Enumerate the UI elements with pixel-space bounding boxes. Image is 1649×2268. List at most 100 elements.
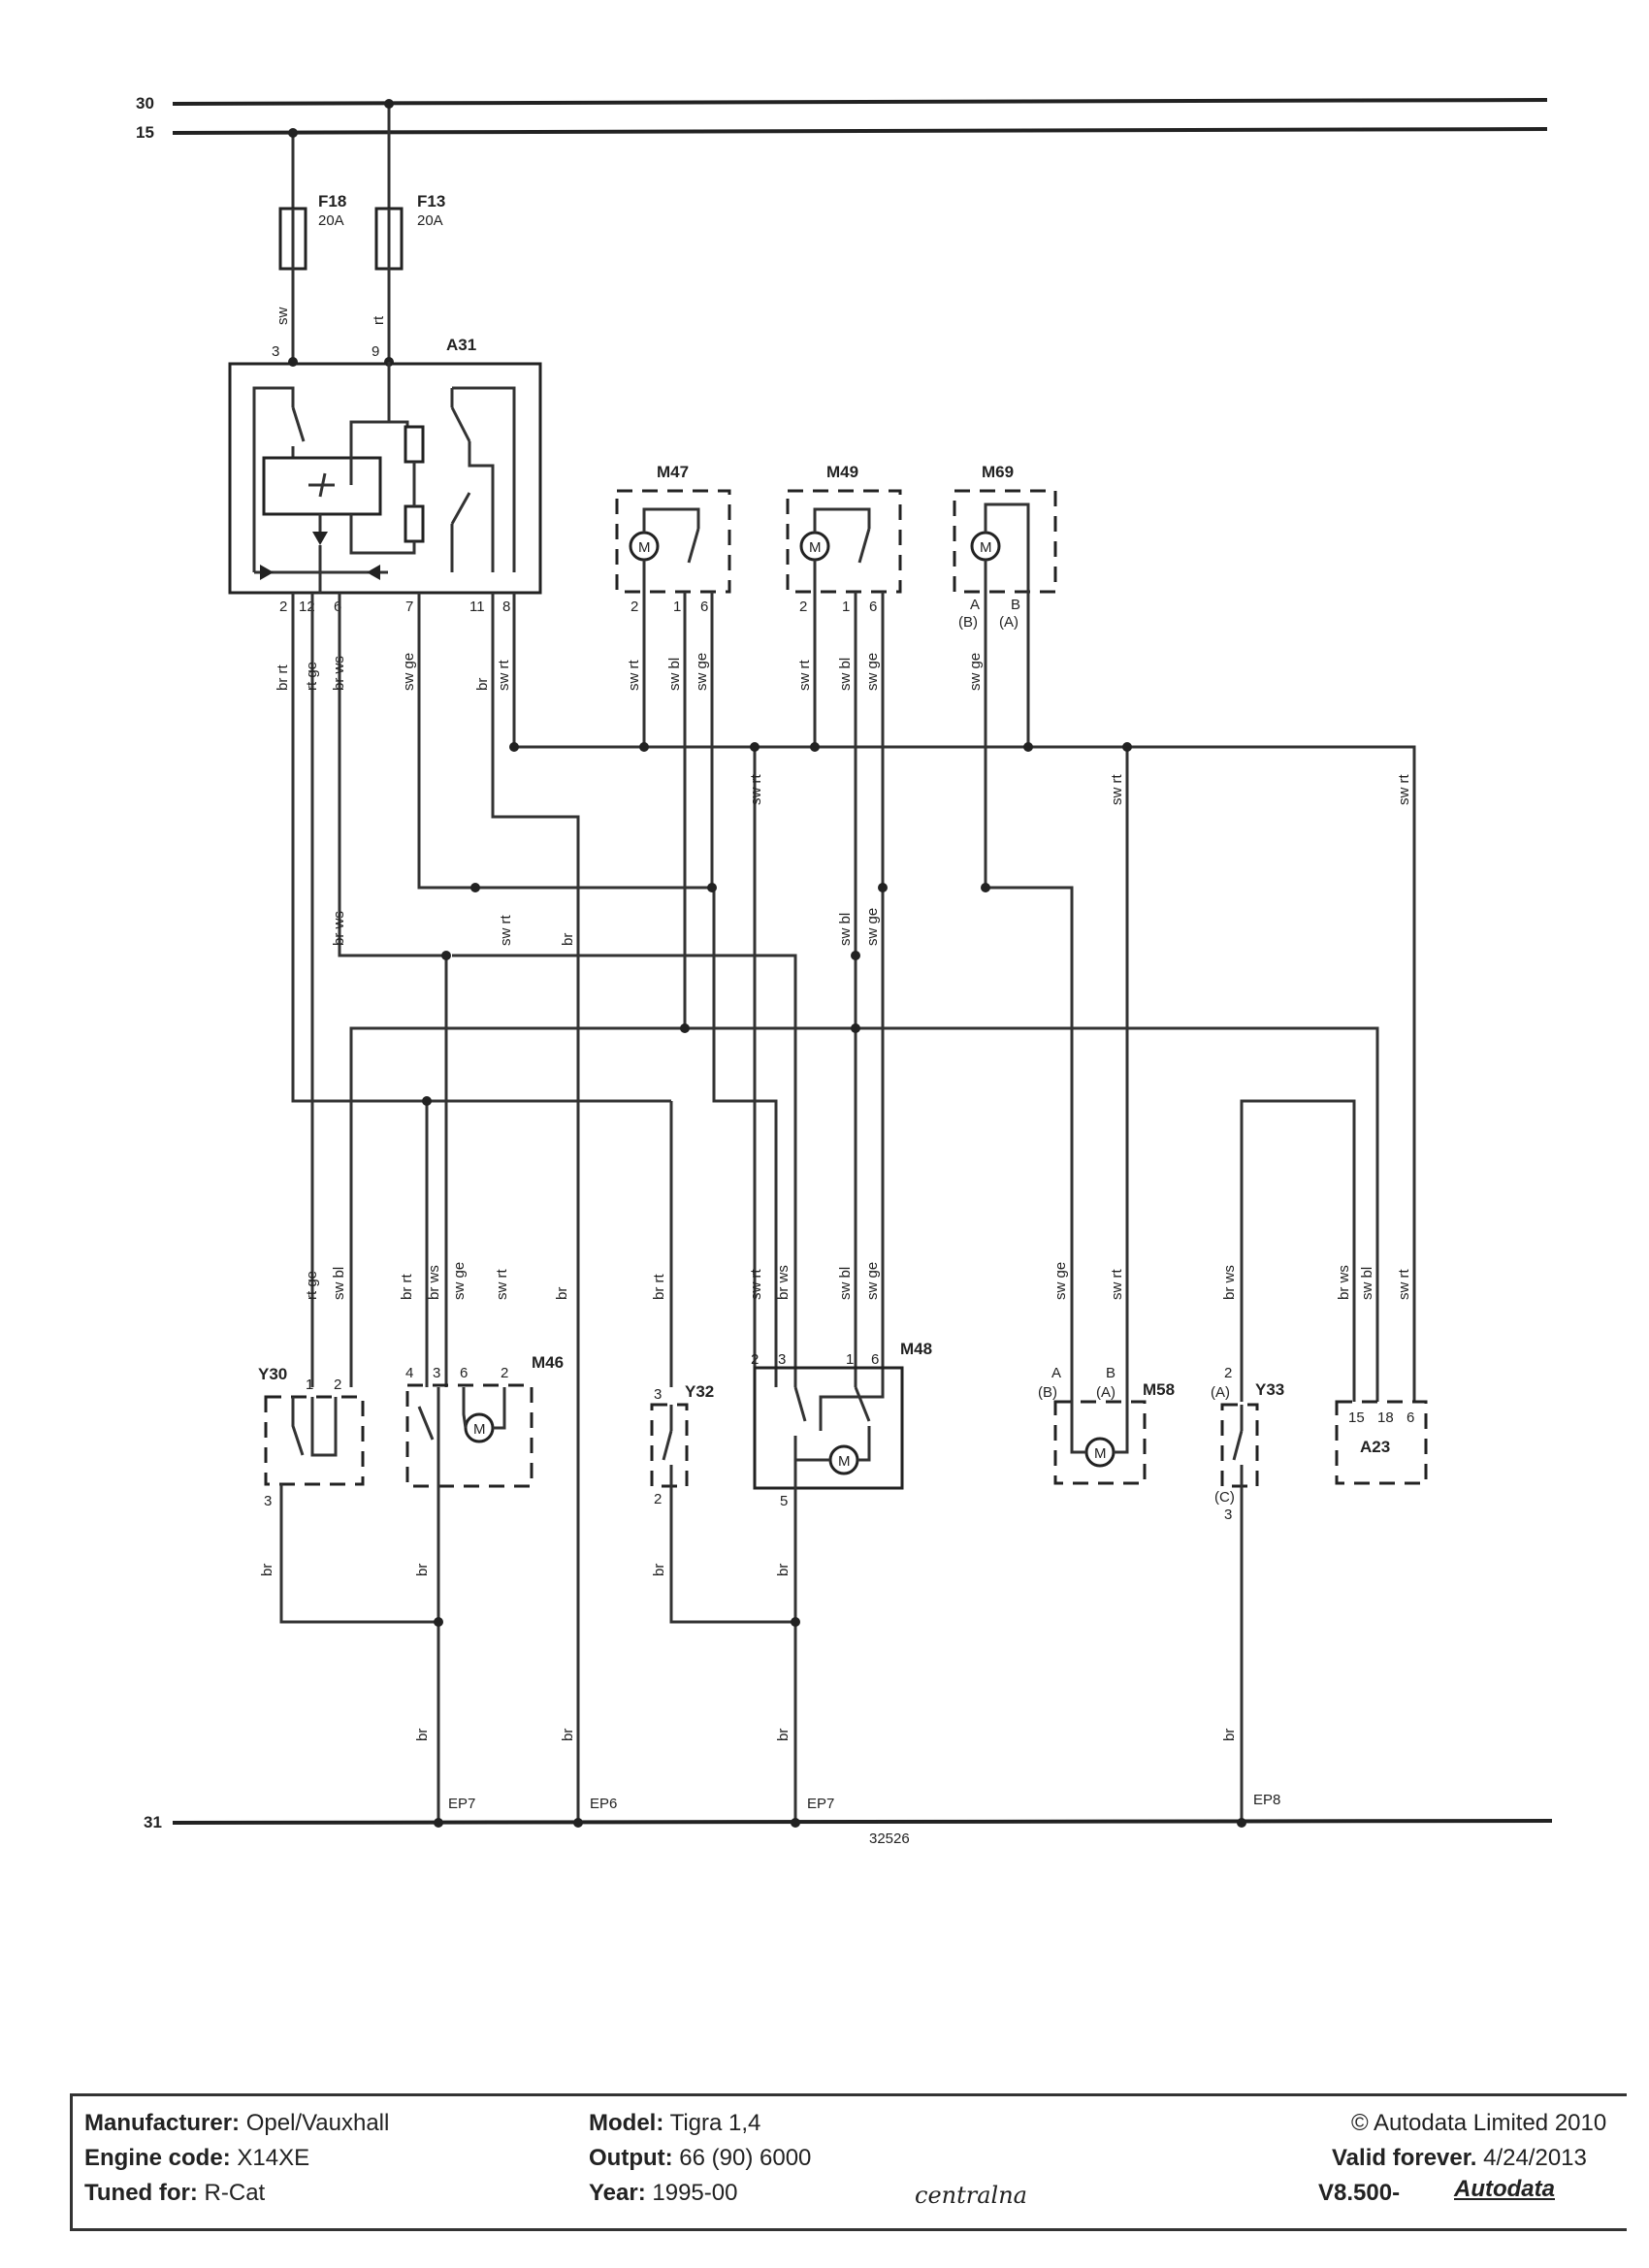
wire-label: sw ge — [401, 653, 417, 691]
version: V8.500- — [1318, 2180, 1401, 2206]
engine-label: Engine code: — [84, 2145, 231, 2171]
wire-label: sw rt — [748, 774, 764, 805]
wire-label: sw rt — [1109, 774, 1125, 805]
m49-pin-6: 6 — [869, 599, 877, 615]
supply-rails: 30 15 31 — [136, 94, 1553, 1831]
wire-label: sw ge — [967, 653, 984, 691]
wire-label: br rt — [275, 664, 291, 692]
motor-symbol: M — [838, 1453, 851, 1470]
m48-pin-2: 2 — [751, 1351, 759, 1368]
motor-symbol: M — [809, 539, 822, 556]
wire-label: sw ge — [1052, 1262, 1069, 1300]
wire-label: sw rt — [748, 1269, 764, 1300]
wire-label: br rt — [399, 1274, 415, 1301]
wire-label: sw rt — [496, 660, 512, 691]
tuned-row: Tuned for: R-Cat — [84, 2176, 265, 2211]
wire-label: rt ge — [304, 1271, 320, 1300]
wire-label: br — [651, 1564, 667, 1576]
m48-pin-5: 5 — [780, 1493, 788, 1509]
rail-30-label: 30 — [136, 94, 154, 113]
wire-label: br — [259, 1564, 275, 1576]
m69-pin-a: A — [970, 597, 980, 613]
tuned-label: Tuned for: — [84, 2180, 198, 2206]
output-value: 66 (90) 6000 — [679, 2145, 812, 2171]
control-unit-a31: A31 3 9 2 12 6 7 11 8 — [228, 336, 542, 615]
year-label: Year: — [589, 2180, 646, 2206]
wire-label: sw bl — [331, 1267, 347, 1300]
wire-label: br — [414, 1729, 431, 1741]
manufacturer-label: Manufacturer: — [84, 2110, 241, 2136]
wire-label-sw: sw — [275, 308, 291, 326]
wire-label: br ws — [1336, 1265, 1352, 1300]
a31-pin-2: 2 — [279, 599, 287, 615]
m46-name: M46 — [532, 1353, 564, 1372]
manufacturer-row: Manufacturer: Opel/Vauxhall — [84, 2106, 389, 2141]
wire-label: sw bl — [837, 913, 854, 946]
y33-name: Y33 — [1255, 1380, 1284, 1399]
wire-label: br — [775, 1564, 792, 1576]
a23-pin-15: 15 — [1348, 1409, 1365, 1426]
m48-pin-6: 6 — [871, 1351, 879, 1368]
model-row: Model: Tigra 1,4 — [589, 2106, 760, 2141]
handwritten-note: centralna — [915, 2182, 1027, 2209]
m46-pin-3: 3 — [433, 1365, 440, 1381]
output-row: Output: 66 (90) 6000 — [589, 2141, 811, 2176]
fuse-f18: F18 20A sw — [275, 128, 346, 362]
m46-pin-4: 4 — [405, 1365, 413, 1381]
diagram-number: 32526 — [869, 1831, 910, 1847]
copyright: © Autodata Limited 2010 — [1351, 2110, 1607, 2136]
a31-pin-11: 11 — [469, 599, 485, 615]
y33-pin-3: 3 — [1224, 1507, 1232, 1523]
y30-pin-2: 2 — [334, 1377, 341, 1393]
wire-label: sw rt — [1396, 1269, 1412, 1300]
y30-pin-3: 3 — [264, 1493, 272, 1509]
m49-pin-2: 2 — [799, 599, 807, 615]
a31-pin-3: 3 — [272, 343, 279, 360]
y32-pin-3: 3 — [654, 1386, 662, 1403]
wire-label: sw ge — [864, 653, 881, 691]
a23-name: A23 — [1360, 1438, 1390, 1456]
wire-label: br — [554, 1287, 570, 1300]
m47-name: M47 — [657, 463, 689, 481]
m58-name: M58 — [1143, 1380, 1175, 1399]
wire-label: sw bl — [1359, 1267, 1375, 1300]
engine-value: X14XE — [237, 2145, 310, 2171]
a31-pin-7: 7 — [405, 599, 413, 615]
a23-pin-18: 18 — [1377, 1409, 1394, 1426]
valid-row: Valid forever. 4/24/2013 — [1332, 2141, 1587, 2176]
motor-symbol: M — [980, 539, 992, 556]
m49-pin-1: 1 — [842, 599, 850, 615]
m47-pin-6: 6 — [700, 599, 708, 615]
wire-label: br — [775, 1729, 792, 1741]
year-value: 1995-00 — [652, 2180, 738, 2206]
y30-pin-1: 1 — [306, 1377, 313, 1393]
valid-date: 4/24/2013 — [1483, 2145, 1587, 2171]
m47-pin-1: 1 — [673, 599, 681, 615]
year-row: Year: 1995-00 — [589, 2176, 737, 2211]
output-label: Output: — [589, 2145, 673, 2171]
y32-name: Y32 — [685, 1382, 714, 1401]
m69-name: M69 — [982, 463, 1014, 481]
motor-symbol: M — [638, 539, 651, 556]
wire-label: sw rt — [1396, 774, 1412, 805]
a23-pin-6: 6 — [1406, 1409, 1414, 1426]
motor-symbol: M — [473, 1421, 486, 1438]
autodata-logo: Autodata — [1454, 2176, 1555, 2202]
model-value: Tigra 1,4 — [669, 2110, 761, 2136]
fuse-f13: F13 20A rt — [371, 99, 445, 362]
engine-row: Engine code: X14XE — [84, 2141, 309, 2176]
wire-label: sw bl — [666, 658, 683, 691]
a31-pin-8: 8 — [502, 599, 510, 615]
wire-label: br ws — [775, 1265, 792, 1300]
motor-m69: M69 M A B (B) (A) — [953, 463, 1057, 631]
wire-label: sw rt — [498, 915, 514, 946]
actuator-y30: Y30 1 2 3 rt ge sw bl br — [258, 1267, 438, 1624]
rail-31-label: 31 — [144, 1813, 162, 1831]
m47-pin-2: 2 — [630, 599, 638, 615]
m69-pin-a-alt: (B) — [958, 614, 978, 631]
motor-m46: M46 4 3 6 2 M br rt br ws sw ge sw rt br… — [399, 1262, 570, 1828]
wire-label: br — [560, 933, 576, 946]
wire-label: sw ge — [451, 1262, 468, 1300]
fuse-f13-rating: 20A — [417, 212, 443, 229]
wire-label-rt: rt — [371, 315, 387, 325]
